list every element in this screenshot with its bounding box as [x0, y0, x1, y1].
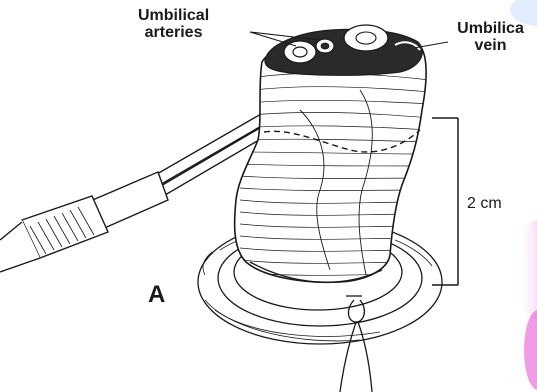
umbilical-arteries-label-line1: Umbilical	[138, 8, 209, 25]
panel-label: A	[148, 282, 165, 307]
corner-glow-decoration	[510, 0, 537, 390]
umbilical-vein-label-line2: vein	[444, 38, 537, 55]
umbilical-vein-label: Umbilica vein	[444, 21, 537, 55]
measurement-label: 2 cm	[467, 196, 502, 213]
umbilical-arteries-label-line2: arteries	[138, 25, 209, 42]
measurement-bracket	[432, 118, 458, 285]
umbilical-vein-label-line1: Umbilica	[444, 21, 537, 38]
cord-cross-section	[265, 25, 422, 75]
umbilical-arteries-label: Umbilical arteries	[138, 8, 209, 42]
